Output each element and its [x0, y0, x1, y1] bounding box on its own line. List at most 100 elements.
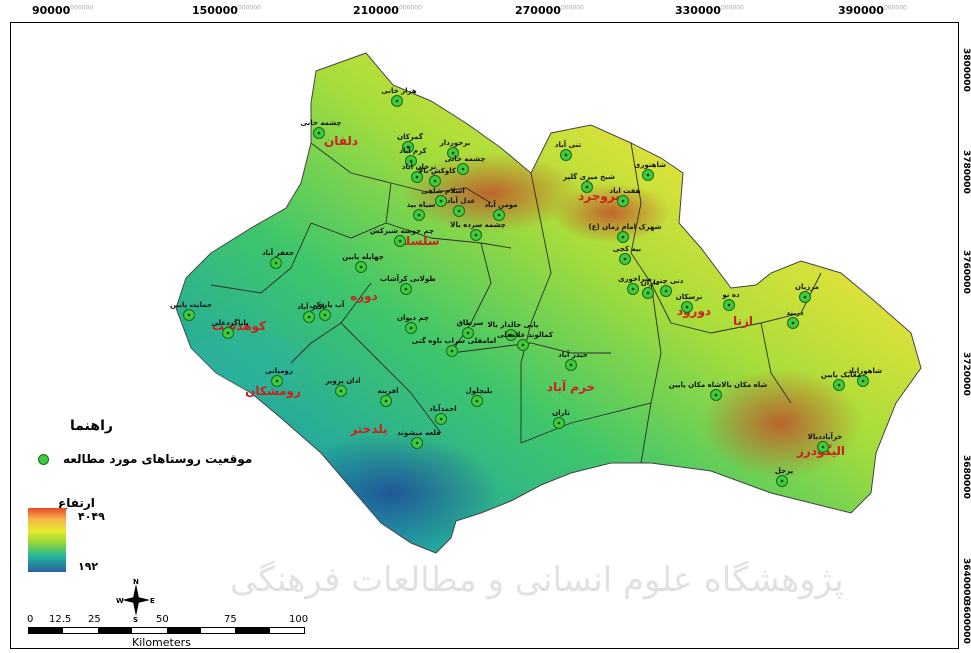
village-marker: طولابی کرآشاب — [380, 274, 436, 295]
scale-label: 50 — [156, 614, 169, 625]
top-axis-tick: 90000000000 — [32, 4, 94, 17]
village-marker: پرجل — [775, 467, 794, 487]
right-axis-tick: 3800000 — [961, 48, 971, 92]
village-marker: کرم آباد — [399, 146, 428, 167]
village-label: سیاه بید — [407, 201, 436, 209]
village-label: حمایت پایین — [170, 301, 212, 309]
village-marker: احمدآباد — [429, 404, 457, 425]
village-marker: رومیانی — [265, 367, 293, 387]
province-terrain — [175, 52, 922, 554]
village-label: هفت اباد — [610, 187, 641, 195]
village-label: چشمه خانی — [445, 155, 486, 163]
village-marker: داران — [641, 279, 660, 299]
right-axis-tick: 3720000 — [961, 352, 971, 396]
village-marker: مغایک پایین — [821, 371, 861, 391]
village-label: سرطاق — [457, 319, 484, 327]
village-label: اکبر آباد — [297, 302, 324, 311]
village-marker: شاهنوری — [634, 161, 666, 181]
village-label: عدل آباد — [447, 196, 476, 205]
village-label: هزار خانی — [381, 87, 417, 95]
scale-label: 100 — [289, 614, 309, 625]
village-marker: حیدر آباد — [558, 350, 588, 371]
county-label: خرم آباد — [547, 379, 595, 395]
village-marker: شاهوزاباد — [848, 367, 882, 387]
village-label: بلیچلول — [466, 387, 493, 395]
north-arrow-icon: N S W E — [116, 578, 155, 622]
top-axis-tick: 150000000000 — [192, 4, 261, 17]
village-label: دربند — [786, 309, 804, 317]
village-label: داران — [641, 279, 660, 287]
village-label: چم دیوان — [397, 314, 429, 322]
elevation-max-label: ۴۰۴۹ — [78, 510, 105, 523]
county-label: سلسله — [398, 234, 439, 248]
top-axis-tick: 390000000000 — [838, 4, 907, 17]
village-marker: اسلام شاهی — [421, 187, 465, 207]
right-axis-tick: 3600000 — [961, 600, 971, 644]
village-marker: عدل آباد — [447, 196, 476, 217]
legend-title: راهنما — [70, 418, 113, 434]
village-label: تنی آباد — [555, 140, 582, 149]
village-label: بیه کجی — [613, 245, 642, 253]
village-marker: بیه کجی — [613, 245, 642, 265]
village-marker: قلعه میشوند — [397, 429, 441, 449]
village-label: باباگردعلی — [211, 318, 249, 327]
village-label: طولابی کرآشاب — [380, 274, 436, 283]
village-label: شاهنوری — [634, 161, 666, 169]
village-label: چشمه سرده بالا — [450, 221, 505, 229]
village-label: گمرکان — [397, 132, 424, 141]
legend-village-label: موقعیت روستاهای مورد مطالعه — [63, 452, 253, 466]
village-label: شیخ میری گلپر — [562, 172, 615, 181]
compass-n: N — [133, 578, 139, 586]
top-axis-tick: 210000000000 — [353, 4, 422, 17]
scale-label: 0 — [27, 614, 34, 625]
village-marker: جعفر آباد — [262, 248, 294, 269]
village-marker: دربند — [786, 309, 804, 329]
county-label: دلفان — [324, 134, 358, 148]
top-axis-tick: 330000000000 — [675, 4, 744, 17]
scale-unit: Kilometers — [132, 636, 191, 649]
village-marker-icon — [38, 453, 49, 465]
compass-e: E — [150, 597, 155, 605]
right-axis-tick: 3680000 — [961, 455, 971, 499]
village-label: مرزیان — [795, 283, 819, 291]
watermark-text: پژوهشگاه علوم انسانی و مطالعات فرهنگی — [230, 560, 844, 600]
village-marker: ده نو — [721, 291, 740, 311]
village-marker: چشمه خانی — [301, 119, 341, 139]
village-marker: دنی چنی — [653, 277, 684, 297]
scale-label: 12.5 — [49, 614, 72, 625]
village-marker: امامقلی سراب ناوه گنی — [412, 336, 496, 357]
village-label: شهرک امام زمان (ع) — [589, 223, 662, 231]
village-markers: هزار خانی چشمه خانی گمرکان کرم آباد برخوردار… — [170, 87, 882, 487]
village-marker: آب باریکی — [310, 300, 345, 321]
village-label: کاوکش بالا — [418, 167, 457, 175]
village-marker: افرینه — [377, 387, 399, 407]
village-marker: چم جوشه شیرکش — [370, 227, 434, 247]
village-marker: پایی خالدار بالا — [487, 321, 539, 341]
village-marker: هزار خانی — [381, 87, 417, 107]
village-marker: بلیچلول — [466, 387, 493, 407]
village-label: ده نو — [721, 291, 740, 299]
village-label: احمدآباد — [429, 404, 456, 413]
village-marker: مومن آباد — [484, 200, 518, 221]
village-marker: هفت اباد — [610, 187, 641, 207]
village-marker: حمایت پایین — [170, 301, 212, 321]
village-marker: سرطاق — [457, 319, 484, 339]
village-marker: میراخوری — [618, 275, 652, 295]
compass-w: W — [116, 597, 124, 605]
village-marker: اکبر آباد — [297, 302, 325, 323]
village-label: مغایک پایین — [821, 371, 861, 379]
village-label: چم جوشه شیرکش — [370, 227, 434, 235]
village-marker: تنی آباد — [555, 140, 582, 161]
village-marker: سیاه بید — [407, 201, 436, 221]
village-marker: گمرکان — [397, 132, 424, 153]
village-label: کرم آباد — [399, 146, 427, 155]
elevation-title: ارتفاع — [58, 496, 95, 510]
village-label: نرسکان — [676, 293, 703, 301]
village-label: قلعه میشوند — [397, 429, 441, 437]
village-marker: شهرک امام زمان (ع) — [589, 223, 662, 243]
legend-village-entry: موقعیت روستاهای مورد مطالعه — [38, 452, 252, 466]
top-axis-tick: 270000000000 — [515, 4, 584, 17]
elevation-color-ramp — [28, 508, 66, 572]
village-label: برخوردار — [439, 139, 471, 147]
